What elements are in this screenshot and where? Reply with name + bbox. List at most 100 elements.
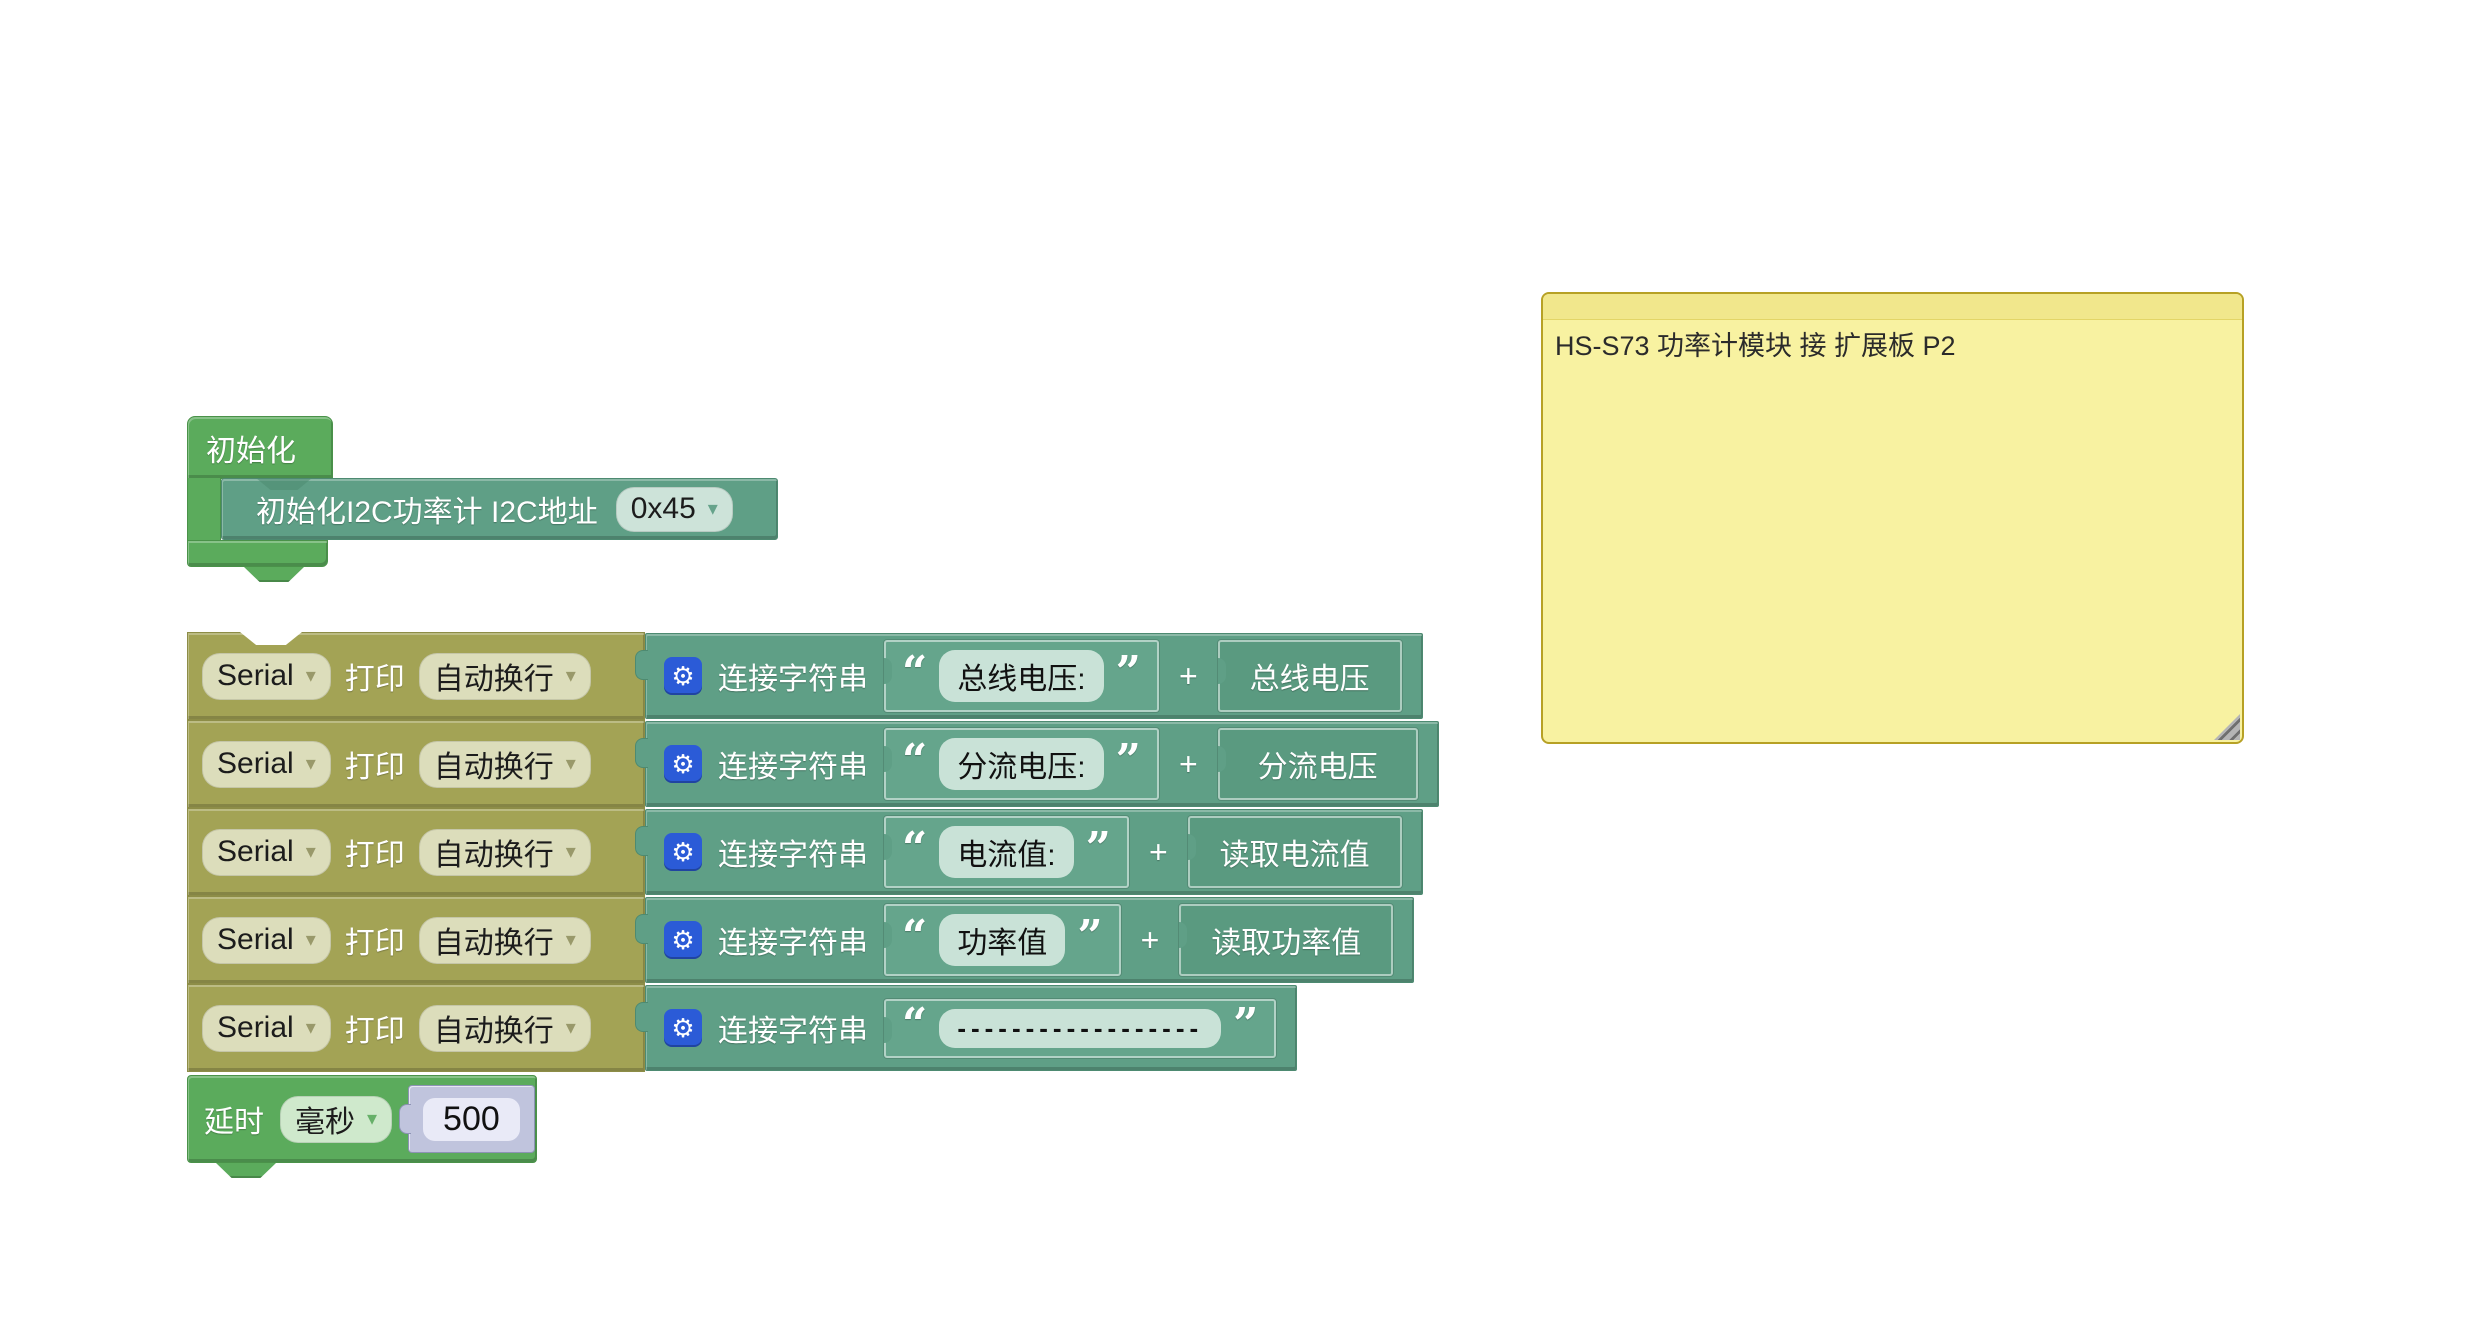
gear-icon[interactable]: ⚙ [664, 921, 702, 959]
concat-block[interactable]: ⚙ 连接字符串 “ 电流值: ” + 读取电流值 [635, 809, 1423, 895]
newline-value: 自动换行 [433, 927, 554, 960]
init-hat-label: 初始化 [206, 434, 296, 468]
comment-note-header[interactable] [1543, 294, 2242, 320]
newline-value: 自动换行 [433, 1015, 554, 1048]
serial-port-dropdown[interactable]: Serial ▾ [202, 916, 331, 964]
print-label: 打印 [344, 663, 405, 696]
string-input[interactable]: 分流电压: [939, 738, 1104, 790]
init-foot-tab [244, 567, 304, 582]
value-block[interactable]: 分流电压 [1216, 727, 1419, 801]
plus-operator: + [1178, 745, 1198, 782]
string-literal-block[interactable]: “ 电流值: ” [883, 815, 1130, 889]
puzzle-socket [399, 1104, 412, 1134]
newline-value: 自动换行 [433, 839, 554, 872]
string-literal-block[interactable]: “ 分流电压: ” [883, 727, 1160, 801]
serial-block[interactable]: Serial ▾ 打印 自动换行 ▾ [187, 632, 645, 720]
delay-block[interactable]: 延时 毫秒 ▾ 500 [187, 1075, 537, 1178]
plus-operator: + [1178, 657, 1198, 694]
newline-dropdown[interactable]: 自动换行 ▾ [418, 652, 591, 700]
string-literal-block[interactable]: “ 功率值 ” [883, 903, 1122, 977]
puzzle-socket [884, 658, 892, 684]
print-label: 打印 [344, 1015, 405, 1048]
puzzle-socket [1217, 746, 1226, 772]
puzzle-connector [635, 914, 648, 944]
value-label: 总线电压 [1249, 663, 1370, 696]
close-quote-icon: ” [1115, 647, 1141, 698]
print-label: 打印 [344, 839, 405, 872]
serial-port-value: Serial [217, 659, 294, 692]
puzzle-socket [884, 1016, 892, 1043]
init-hat-block[interactable]: 初始化 [187, 416, 333, 479]
concat-block[interactable]: ⚙ 连接字符串 “ 功率值 ” + 读取功率值 [635, 897, 1415, 983]
string-input[interactable]: ------------------ [939, 1008, 1222, 1048]
open-quote-icon: “ [902, 911, 928, 962]
close-quote-icon: ” [1115, 735, 1141, 786]
i2c-address-dropdown[interactable]: 0x45 ▾ [615, 486, 733, 532]
serial-block[interactable]: Serial ▾ 打印 自动换行 ▾ [187, 720, 645, 808]
gear-icon[interactable]: ⚙ [664, 657, 702, 695]
gear-icon[interactable]: ⚙ [664, 1009, 702, 1047]
gear-icon[interactable]: ⚙ [664, 833, 702, 871]
newline-dropdown[interactable]: 自动换行 ▾ [418, 1004, 591, 1052]
puzzle-socket [1187, 834, 1196, 860]
value-label: 分流电压 [1257, 751, 1378, 784]
chevron-down-icon: ▾ [565, 929, 576, 951]
number-input[interactable]: 500 [423, 1097, 520, 1141]
resize-handle-icon[interactable] [2214, 714, 2240, 740]
block-notch [240, 632, 302, 645]
gear-icon[interactable]: ⚙ [664, 745, 702, 783]
close-quote-icon: ” [1085, 823, 1111, 874]
i2c-address-value: 0x45 [630, 492, 696, 525]
value-label: 读取电流值 [1219, 839, 1370, 872]
delay-unit-value: 毫秒 [295, 1106, 355, 1139]
value-block[interactable]: 读取电流值 [1186, 815, 1403, 889]
value-block[interactable]: 读取功率值 [1178, 903, 1395, 977]
block-notch [256, 478, 312, 490]
print-label: 打印 [344, 927, 405, 960]
comment-note-text[interactable]: HS-S73 功率计模块 接 扩展板 P2 [1555, 331, 1956, 361]
serial-port-dropdown[interactable]: Serial ▾ [202, 1004, 331, 1052]
newline-dropdown[interactable]: 自动换行 ▾ [418, 828, 591, 876]
chevron-down-icon: ▾ [565, 665, 576, 687]
serial-port-value: Serial [217, 835, 294, 868]
open-quote-icon: “ [902, 823, 928, 874]
puzzle-connector [635, 826, 648, 856]
newline-dropdown[interactable]: 自动换行 ▾ [418, 916, 591, 964]
comment-note[interactable]: HS-S73 功率计模块 接 扩展板 P2 [1541, 292, 2244, 744]
serial-port-value: Serial [217, 923, 294, 956]
number-block[interactable]: 500 [399, 1085, 535, 1153]
concat-label: 连接字符串 [718, 927, 868, 960]
puzzle-connector [635, 650, 648, 680]
concat-block[interactable]: ⚙ 连接字符串 “ 分流电压: ” + 分流电压 [635, 721, 1439, 807]
string-literal-block[interactable]: “ ------------------ ” [882, 997, 1278, 1059]
puzzle-socket [884, 746, 892, 772]
concat-block[interactable]: ⚙ 连接字符串 “ 总线电压: ” + 总线电压 [635, 633, 1423, 719]
string-input[interactable]: 功率值 [939, 914, 1066, 966]
serial-block[interactable]: Serial ▾ 打印 自动换行 ▾ [187, 896, 645, 984]
print-label: 打印 [344, 751, 405, 784]
serial-port-dropdown[interactable]: Serial ▾ [202, 740, 331, 788]
serial-port-dropdown[interactable]: Serial ▾ [202, 828, 331, 876]
serial-port-dropdown[interactable]: Serial ▾ [202, 652, 331, 700]
chevron-down-icon: ▾ [305, 929, 316, 951]
serial-block[interactable]: Serial ▾ 打印 自动换行 ▾ [187, 984, 645, 1072]
value-block[interactable]: 总线电压 [1216, 639, 1403, 713]
concat-label: 连接字符串 [718, 751, 868, 784]
init-spine [187, 478, 221, 541]
string-input[interactable]: 电流值: [939, 826, 1074, 878]
chevron-down-icon: ▾ [305, 1017, 316, 1039]
plus-operator: + [1148, 833, 1168, 870]
puzzle-connector [635, 738, 648, 768]
serial-block[interactable]: Serial ▾ 打印 自动换行 ▾ [187, 808, 645, 896]
puzzle-socket [1179, 922, 1188, 948]
concat-block[interactable]: ⚙ 连接字符串 “ ------------------ ” [635, 985, 1298, 1071]
init-inner-label: 初始化I2C功率计 I2C地址 [256, 496, 598, 529]
newline-value: 自动换行 [433, 663, 554, 696]
newline-dropdown[interactable]: 自动换行 ▾ [418, 740, 591, 788]
string-input[interactable]: 总线电压: [939, 650, 1104, 702]
delay-unit-dropdown[interactable]: 毫秒 ▾ [280, 1095, 393, 1143]
string-literal-block[interactable]: “ 总线电压: ” [883, 639, 1160, 713]
serial-port-value: Serial [217, 747, 294, 780]
init-inner-block[interactable]: 初始化I2C功率计 I2C地址 0x45 ▾ [221, 478, 778, 540]
